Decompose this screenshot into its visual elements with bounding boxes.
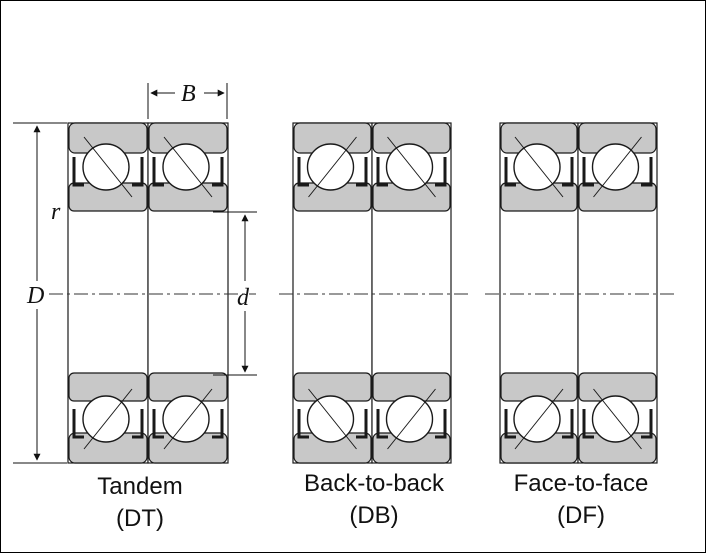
contact-angle-line	[308, 136, 357, 198]
caption-back-to-back-name: Back-to-back	[303, 470, 445, 497]
caption-face-to-face-code: (DF)	[557, 502, 605, 529]
cage	[297, 409, 368, 439]
lower-section	[500, 372, 578, 464]
contact-angle-line	[514, 136, 564, 198]
cage	[72, 409, 144, 439]
caption-tandem-name: Tandem	[97, 473, 183, 500]
lower-section	[372, 372, 451, 464]
outer-diameter-label: D	[26, 283, 44, 309]
bearing-df-right	[577, 122, 658, 464]
contact-angle-line	[387, 136, 436, 198]
ball	[162, 143, 210, 191]
caption-back-to-back-code: (DB)	[349, 502, 399, 529]
cage	[504, 409, 574, 439]
ball	[306, 395, 355, 443]
dimension-annotations	[13, 83, 257, 464]
caption-back-to-back: Back-to-back (DB)	[283, 468, 465, 532]
ball	[385, 395, 434, 443]
upper-section	[500, 122, 578, 212]
cage	[582, 157, 653, 187]
cage	[504, 157, 574, 187]
upper-section	[372, 122, 451, 212]
upper-section	[293, 122, 372, 212]
cage	[582, 409, 653, 439]
contact-angle-line	[593, 388, 642, 450]
ball	[82, 143, 130, 191]
ball	[385, 143, 434, 191]
ball	[513, 395, 561, 443]
cage	[72, 157, 144, 187]
bearing-db-left	[292, 122, 373, 464]
ball	[82, 395, 130, 443]
lower-section	[293, 372, 372, 464]
contact-angle-line	[308, 388, 357, 450]
bearing-dt-right	[147, 122, 229, 464]
contact-angle-line	[514, 388, 564, 450]
lower-section	[68, 372, 148, 464]
cage	[297, 157, 368, 187]
width-label: B	[181, 81, 196, 107]
bearing-dt-left	[67, 122, 149, 464]
lower-section	[578, 372, 657, 464]
chamfer-label: r	[51, 199, 61, 225]
cage	[152, 409, 224, 439]
contact-angle-line	[83, 136, 133, 198]
ball	[513, 143, 561, 191]
caption-face-to-face: Face-to-face (DF)	[495, 468, 667, 532]
contact-angle-line	[163, 136, 213, 198]
caption-tandem-code: (DT)	[116, 505, 164, 532]
cage	[376, 157, 447, 187]
upper-section	[68, 122, 148, 212]
contact-angle-line	[387, 388, 436, 450]
contact-angle-line	[593, 136, 642, 198]
caption-tandem: Tandem (DT)	[89, 471, 191, 535]
upper-section	[148, 122, 228, 212]
contact-angle-line	[163, 388, 213, 450]
caption-face-to-face-name: Face-to-face	[513, 470, 649, 497]
cage	[376, 409, 447, 439]
ball	[591, 143, 640, 191]
bearing-pair-face-to-face	[499, 122, 658, 464]
bearing-df-left	[499, 122, 579, 464]
upper-section	[578, 122, 657, 212]
bearing-pair-tandem	[67, 122, 229, 464]
bore-diameter-label: d	[237, 285, 250, 311]
ball	[162, 395, 210, 443]
contact-angle-line	[83, 388, 133, 450]
ball	[591, 395, 640, 443]
lower-section	[148, 372, 228, 464]
bearing-pair-back-to-back	[292, 122, 452, 464]
bearing-db-right	[371, 122, 452, 464]
ball	[306, 143, 355, 191]
cage	[152, 157, 224, 187]
